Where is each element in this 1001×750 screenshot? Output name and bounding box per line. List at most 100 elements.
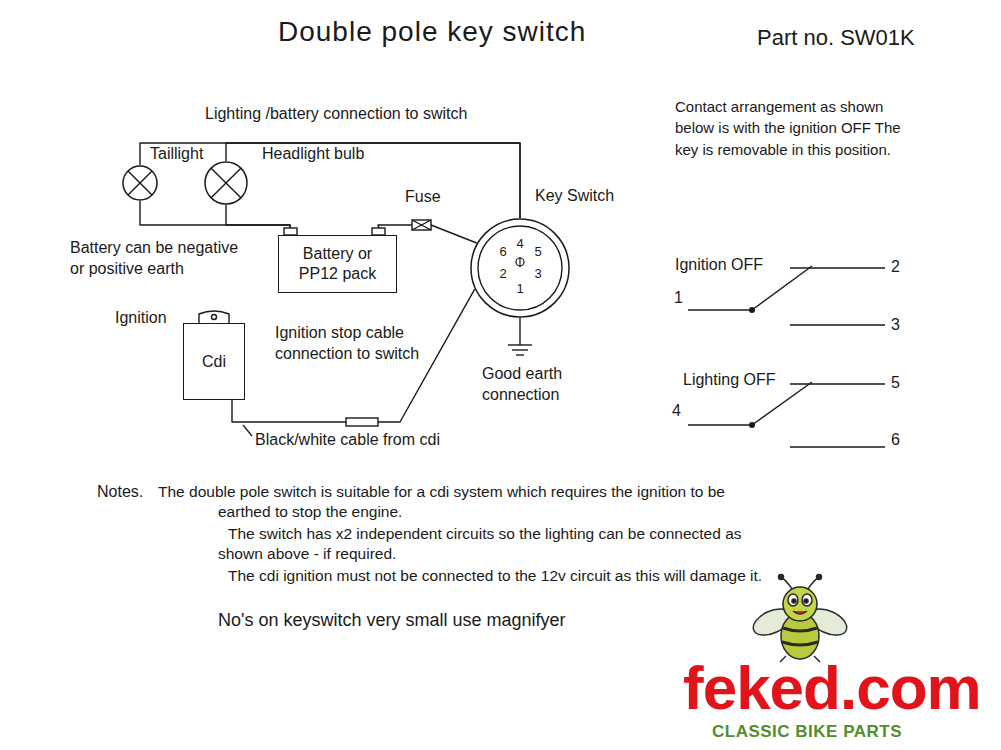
lighting-contacts	[750, 423, 755, 428]
bee-mascot	[792, 599, 796, 603]
note-text: The switch has x2 independent circuits s…	[218, 524, 778, 564]
battery-box: Battery or PP12 pack	[278, 235, 397, 293]
cable-note: Black/white cable from cdi	[255, 430, 440, 451]
contact-heading: Ignition OFF	[675, 255, 763, 276]
terminal-number: 6	[891, 430, 900, 451]
wire-note: Ignition stop cable connection to switch	[275, 323, 440, 365]
earth-symbol	[508, 344, 532, 345]
lighting-contacts	[790, 446, 885, 447]
key-switch-outline	[470, 218, 570, 318]
lighting-contacts	[790, 383, 885, 384]
earth-symbol	[512, 349, 528, 350]
fuse-symbol	[412, 220, 431, 230]
cdi-unit: Cdi	[183, 323, 245, 400]
circle-stroke	[205, 162, 247, 204]
wire	[140, 143, 520, 218]
ignition-contacts	[790, 267, 885, 268]
note-text: The cdi ignition must not be connected t…	[218, 566, 763, 586]
bee-mascot	[782, 578, 792, 589]
circle-stroke	[478, 226, 562, 310]
node-label: Key Switch	[535, 187, 614, 205]
part-number: Part no. SW01K	[757, 24, 915, 53]
bee-mascot	[788, 594, 798, 606]
bee-mascot	[817, 575, 822, 580]
wire-note: Lighting /battery connection to switch	[205, 104, 467, 125]
battery-terminals	[372, 228, 385, 235]
line-stroke	[519, 257, 520, 267]
lighting-contacts	[688, 424, 750, 425]
line-stroke	[128, 171, 152, 195]
taillight-bulb: Taillight	[122, 165, 158, 201]
line-stroke	[211, 168, 241, 198]
fuse-symbol	[412, 220, 431, 230]
terminal-number: 4	[672, 401, 681, 422]
line-stroke	[211, 168, 241, 198]
contact-note: Contact arrangement as shown below is wi…	[675, 96, 913, 160]
pin-number: 5	[534, 245, 541, 258]
brand-logo: feked.com	[683, 648, 981, 729]
bee-mascot	[783, 628, 817, 631]
pin-number: 4	[516, 237, 523, 250]
pin-number: 6	[499, 245, 506, 258]
earth-symbol	[519, 318, 520, 345]
bee-mascot	[779, 575, 784, 580]
cdi-tab	[199, 311, 229, 323]
notes-heading: Notes.	[97, 482, 143, 503]
ignition-contacts	[688, 309, 750, 310]
leader-line	[243, 425, 252, 436]
headlight-bulb-outline	[204, 161, 248, 205]
section-label: Ignition	[115, 308, 167, 329]
diagram-title: Double pole key switch	[278, 14, 586, 50]
wire	[232, 289, 475, 422]
node-label: Headlight bulb	[262, 145, 364, 163]
earth-label: Good earth connection	[482, 364, 582, 406]
wire	[140, 201, 290, 235]
node-label: Taillight	[150, 145, 203, 163]
terminal-number: 2	[891, 257, 900, 278]
bee-mascot	[802, 594, 812, 606]
note-text: The double pole switch is suitable for a…	[158, 482, 738, 522]
fuse-symbol	[412, 220, 431, 230]
pin-number: 3	[534, 267, 541, 280]
node-label: Battery or PP12 pack	[283, 244, 392, 284]
pin-number: 1	[516, 282, 523, 295]
earth-note: Battery can be negative or positive eart…	[70, 238, 256, 280]
lighting-contacts	[688, 382, 885, 447]
terminal-number: 3	[891, 315, 900, 336]
ignition-contacts	[750, 308, 755, 313]
fuse-symbol	[412, 220, 431, 230]
bee-mascot	[793, 611, 807, 614]
key-switch: Key Switch	[470, 218, 570, 318]
battery-terminals	[284, 228, 297, 235]
terminal-number: 5	[891, 373, 900, 394]
terminal-number: 1	[674, 288, 683, 309]
headlight-bulb: Headlight bulb	[204, 161, 248, 205]
bee-mascot	[808, 578, 818, 589]
circle-stroke	[516, 258, 524, 266]
contact-heading: Lighting OFF	[683, 370, 775, 391]
bee-mascot	[749, 575, 851, 663]
node-label: Cdi	[202, 352, 226, 372]
circle-stroke	[123, 166, 157, 200]
bee-mascot	[804, 599, 808, 603]
bee-mascot	[782, 642, 818, 645]
battery-terminals	[284, 228, 385, 235]
ignition-contacts	[688, 266, 885, 325]
cable-connector	[346, 418, 378, 426]
cdi-tab	[212, 315, 217, 320]
brand-tagline: CLASSIC BIKE PARTS	[712, 721, 902, 743]
wire	[226, 143, 520, 218]
ignition-contacts	[790, 324, 885, 325]
cdi-tab	[199, 311, 229, 323]
earth-symbol	[508, 318, 532, 355]
earth-symbol	[516, 354, 524, 355]
note-text: No's on keyswitch very small use magnify…	[218, 609, 566, 632]
cable-connector	[346, 418, 378, 426]
circle-stroke	[471, 219, 569, 317]
wire	[226, 205, 290, 235]
fuse-label: Fuse	[405, 187, 441, 208]
bee-mascot	[783, 587, 817, 621]
pin-number: 2	[499, 267, 506, 280]
taillight-bulb-outline	[122, 165, 158, 201]
